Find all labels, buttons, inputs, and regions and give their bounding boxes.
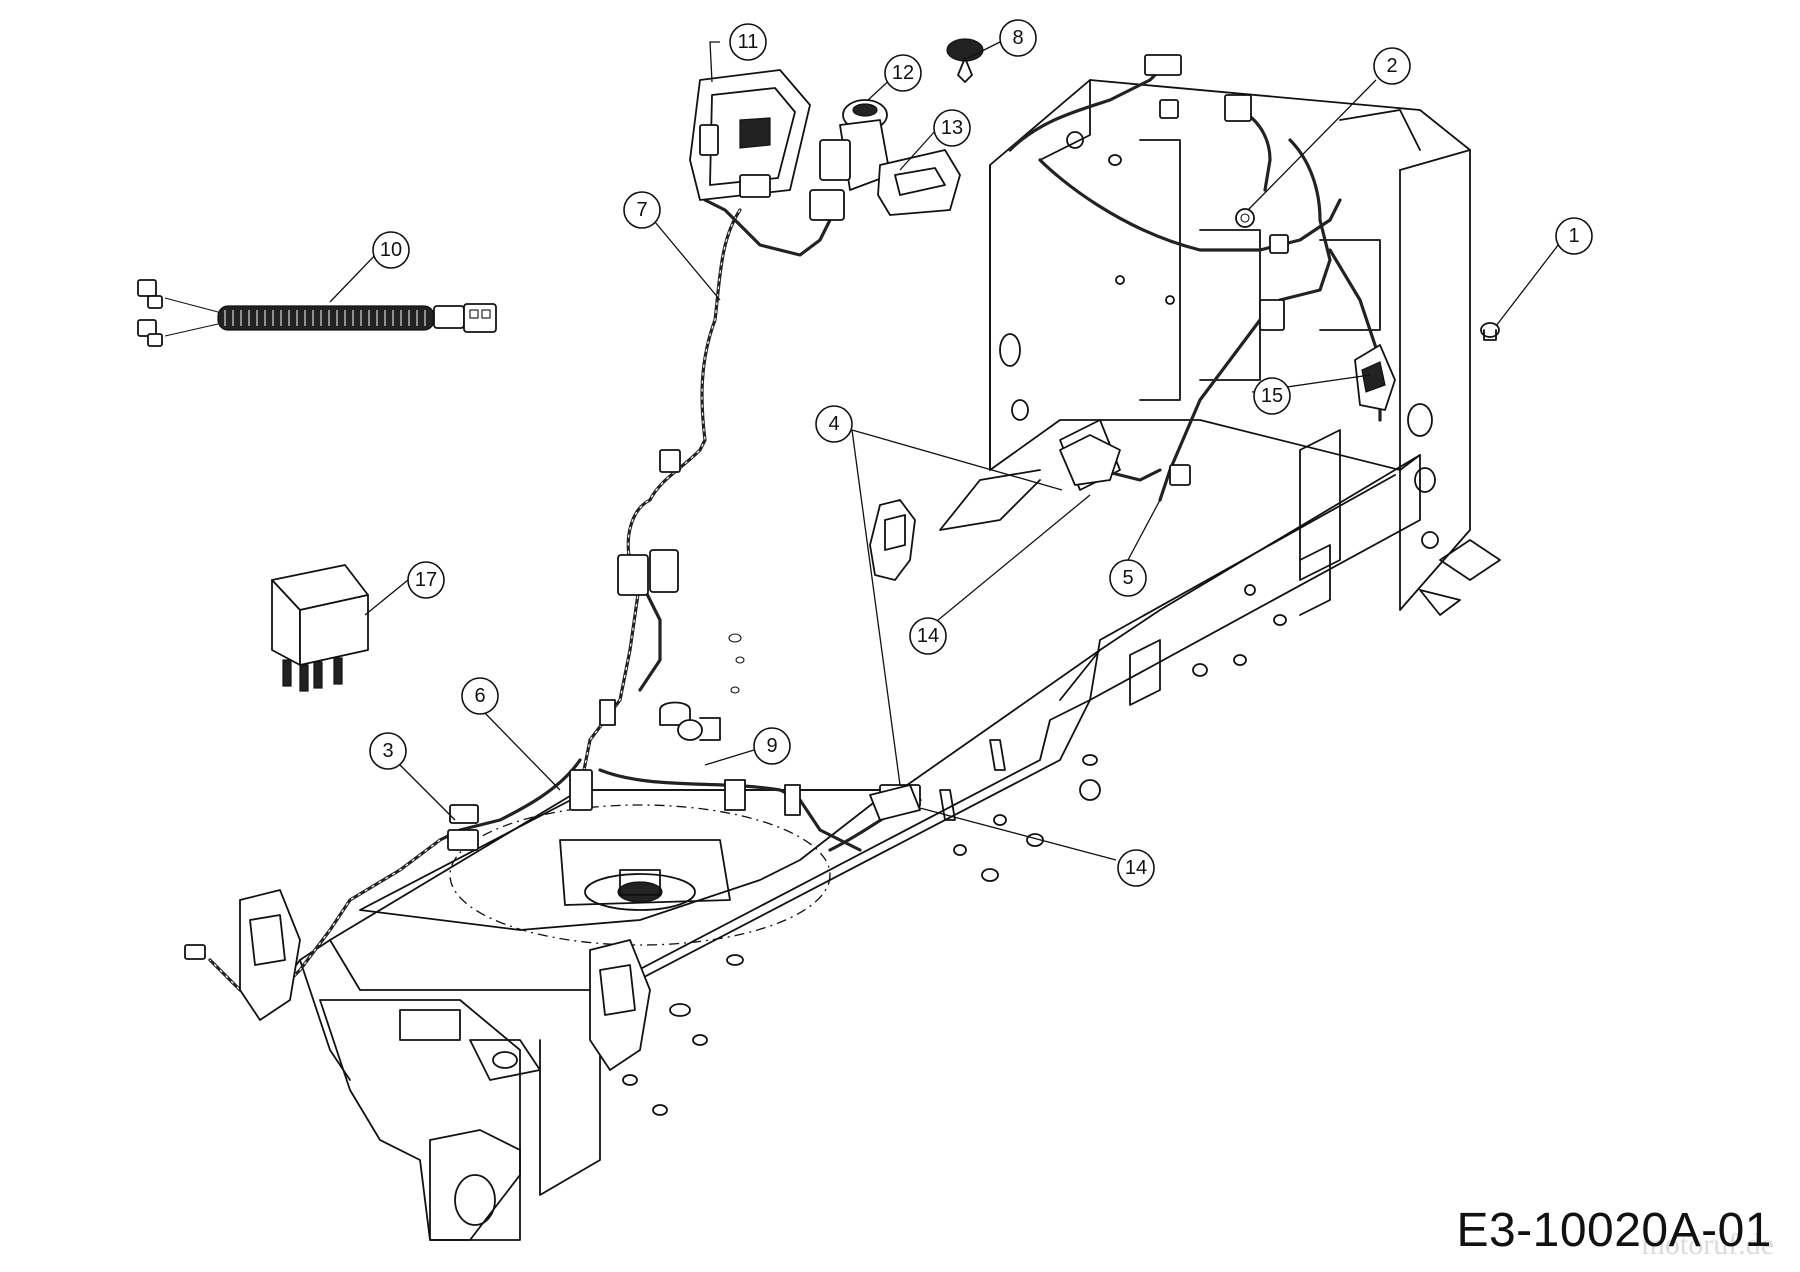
part-housing-11 xyxy=(689,69,811,201)
callout-10: 10 xyxy=(372,231,410,269)
callout-15-label: 15 xyxy=(1261,385,1283,407)
part-relay-17 xyxy=(271,564,369,692)
part-switch-4 xyxy=(869,434,1121,821)
dash-tower xyxy=(939,79,1501,616)
callout-14-lower: 14 xyxy=(1117,849,1155,887)
callout-7-label: 7 xyxy=(636,199,647,221)
part-harness-10 xyxy=(137,279,497,347)
drawing-code: E3-10020A-01 xyxy=(1456,1204,1772,1257)
callout-8: 8 xyxy=(999,19,1037,57)
callout-4: 4 xyxy=(815,405,853,443)
part-grommet-8 xyxy=(946,38,984,83)
callout-4-label: 4 xyxy=(828,413,839,435)
part-connector-15 xyxy=(1354,344,1396,411)
callout-17-label: 17 xyxy=(415,569,437,591)
callout-1-label: 1 xyxy=(1568,225,1579,247)
callout-14-upper: 14 xyxy=(909,617,947,655)
callout-3-label: 3 xyxy=(382,740,393,762)
part-key-switch-12 xyxy=(809,99,891,221)
callout-7: 7 xyxy=(623,191,661,229)
callout-3: 3 xyxy=(369,732,407,770)
callout-6-label: 6 xyxy=(474,685,485,707)
callout-2-label: 2 xyxy=(1386,55,1397,77)
callout-1: 1 xyxy=(1555,217,1593,255)
callout-9-label: 9 xyxy=(766,735,777,757)
callout-2: 2 xyxy=(1373,47,1411,85)
part-switch-13 xyxy=(877,149,961,216)
part-bolt-1 xyxy=(1480,322,1500,341)
callout-14-upper-label: 14 xyxy=(917,625,939,647)
callout-11: 11 xyxy=(729,23,767,61)
callout-15: 15 xyxy=(1253,377,1291,415)
callout-13: 13 xyxy=(933,109,971,147)
callout-14-lower-label: 14 xyxy=(1125,857,1147,879)
callout-11-label: 11 xyxy=(738,31,759,53)
callout-10-label: 10 xyxy=(380,239,402,261)
callout-5: 5 xyxy=(1109,559,1147,597)
callout-9: 9 xyxy=(753,727,791,765)
misc-small-parts xyxy=(677,633,1101,882)
callout-8-label: 8 xyxy=(1012,27,1023,49)
leader-lines xyxy=(329,41,1563,861)
callout-17: 17 xyxy=(407,561,445,599)
callout-5-label: 5 xyxy=(1122,567,1133,589)
watermark: motoruf.de xyxy=(1641,1228,1774,1261)
callout-6: 6 xyxy=(461,677,499,715)
callout-12-label: 12 xyxy=(892,62,914,84)
callout-13-label: 13 xyxy=(941,117,963,139)
part-nut-2 xyxy=(1235,208,1255,228)
rear-switches xyxy=(184,889,651,1071)
part-clip-14 xyxy=(869,499,916,581)
callout-12: 12 xyxy=(884,54,922,92)
chassis-frame xyxy=(269,454,1421,1241)
wire-harness xyxy=(208,54,1382,992)
